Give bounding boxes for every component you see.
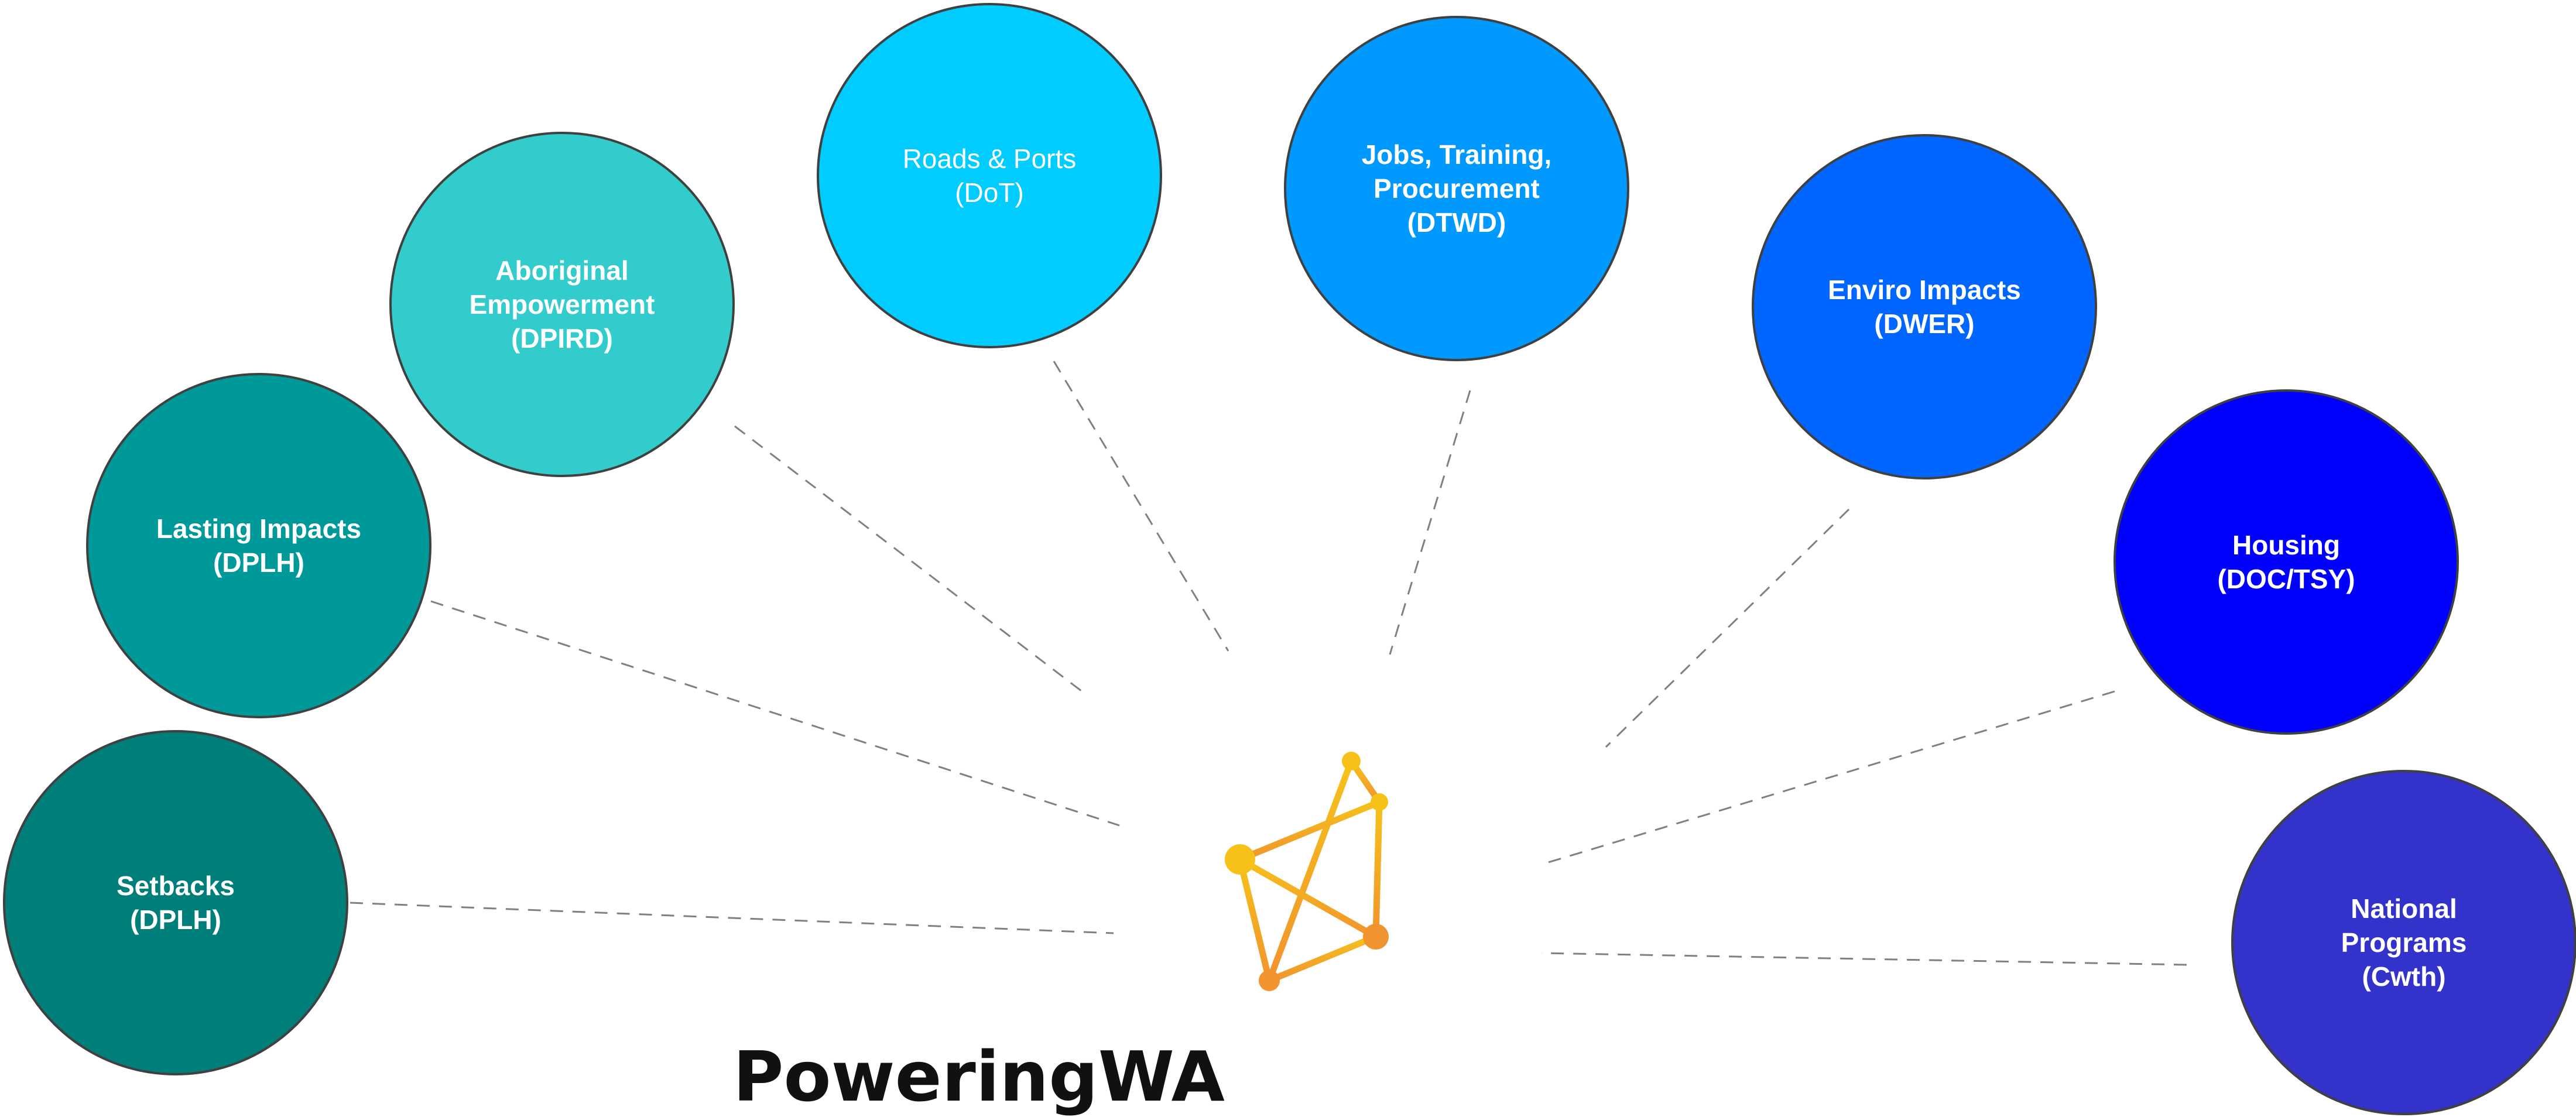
logo-node — [1342, 752, 1361, 770]
connector-roads-ports — [1053, 361, 1229, 652]
logo-node — [1225, 844, 1255, 875]
node-label-line: Aboriginal — [495, 255, 628, 286]
node-jobs-training: Jobs, Training,Procurement(DTWD) — [1284, 16, 1629, 361]
node-label-line: Procurement — [1373, 173, 1540, 204]
node-setbacks: Setbacks(DPLH) — [3, 730, 348, 1075]
node-label-line: (DWER) — [1874, 309, 1974, 339]
connector-setbacks — [350, 902, 1114, 934]
node-label-line: Housing — [2232, 530, 2340, 560]
node-label-line: (Cwth) — [2362, 961, 2445, 992]
node-circle-setbacks — [3, 730, 348, 1075]
node-label-jobs-training: Jobs, Training,Procurement(DTWD) — [1362, 139, 1552, 238]
node-housing: Housing (DOC/TSY) — [2113, 389, 2459, 735]
node-circle-roads-ports — [817, 3, 1162, 348]
connector-housing — [1544, 690, 2115, 865]
node-label-housing: Housing (DOC/TSY) — [2217, 530, 2355, 594]
node-label-roads-ports: Roads & Ports(DoT) — [903, 143, 1077, 208]
node-label-line: Jobs, Training, — [1362, 139, 1552, 170]
connector-national-programs — [1541, 952, 2187, 966]
node-enviro-impacts: Enviro Impacts (DWER) — [1752, 134, 2097, 479]
logo-node — [1371, 793, 1388, 811]
connector-enviro-impacts — [1605, 508, 1850, 748]
connector-aboriginal-empowerment — [734, 425, 1085, 694]
connector-lasting-impacts — [430, 600, 1120, 827]
poweringwa-logo-icon — [1225, 752, 1389, 991]
connector-lines — [350, 361, 2187, 966]
logo-node — [1259, 970, 1280, 991]
logo-edge — [1236, 799, 1383, 863]
node-label-line: National — [2351, 893, 2457, 924]
node-label-lasting-impacts: Lasting Impacts(DPLH) — [156, 513, 361, 578]
node-lasting-impacts: Lasting Impacts(DPLH) — [86, 373, 431, 718]
node-circle-enviro-impacts — [1752, 134, 2097, 479]
logo-edge — [1372, 799, 1383, 940]
logo-edge — [1266, 758, 1355, 984]
node-label-line: (DPLH) — [130, 904, 221, 935]
connector-jobs-training — [1389, 390, 1471, 655]
node-label-line: Setbacks — [117, 871, 235, 901]
logo-edge — [1236, 856, 1273, 984]
node-roads-ports: Roads & Ports(DoT) — [817, 3, 1162, 348]
logo-edge — [1266, 933, 1379, 984]
node-circle-housing — [2113, 389, 2459, 735]
logo-edge — [1236, 856, 1379, 940]
node-label-line: (DPIRD) — [511, 323, 613, 354]
node-circle-jobs-training — [1284, 16, 1629, 361]
node-circle-national-programs — [2231, 770, 2576, 1115]
node-label-line: (DTWD) — [1407, 207, 1506, 238]
node-circle-aboriginal-empowerment — [389, 132, 735, 477]
node-label-line: (DoT) — [955, 177, 1024, 208]
node-circle-lasting-impacts — [86, 373, 431, 718]
node-label-line: Roads & Ports — [903, 143, 1077, 174]
node-label-line: Programs — [2341, 927, 2467, 958]
logo-node — [1363, 924, 1389, 950]
brand-wordmark: PoweringWA — [733, 1036, 1225, 1117]
node-label-line: (DOC/TSY) — [2217, 564, 2355, 594]
node-label-line: Lasting Impacts — [156, 513, 361, 544]
node-label-enviro-impacts: Enviro Impacts (DWER) — [1828, 275, 2021, 339]
node-label-line: Empowerment — [470, 289, 655, 320]
node-label-setbacks: Setbacks(DPLH) — [117, 871, 235, 935]
node-label-line: Enviro Impacts — [1828, 275, 2021, 305]
stakeholder-nodes: Setbacks(DPLH)Lasting Impacts(DPLH)Abori… — [3, 3, 2576, 1115]
node-label-line: (DPLH) — [213, 547, 304, 578]
